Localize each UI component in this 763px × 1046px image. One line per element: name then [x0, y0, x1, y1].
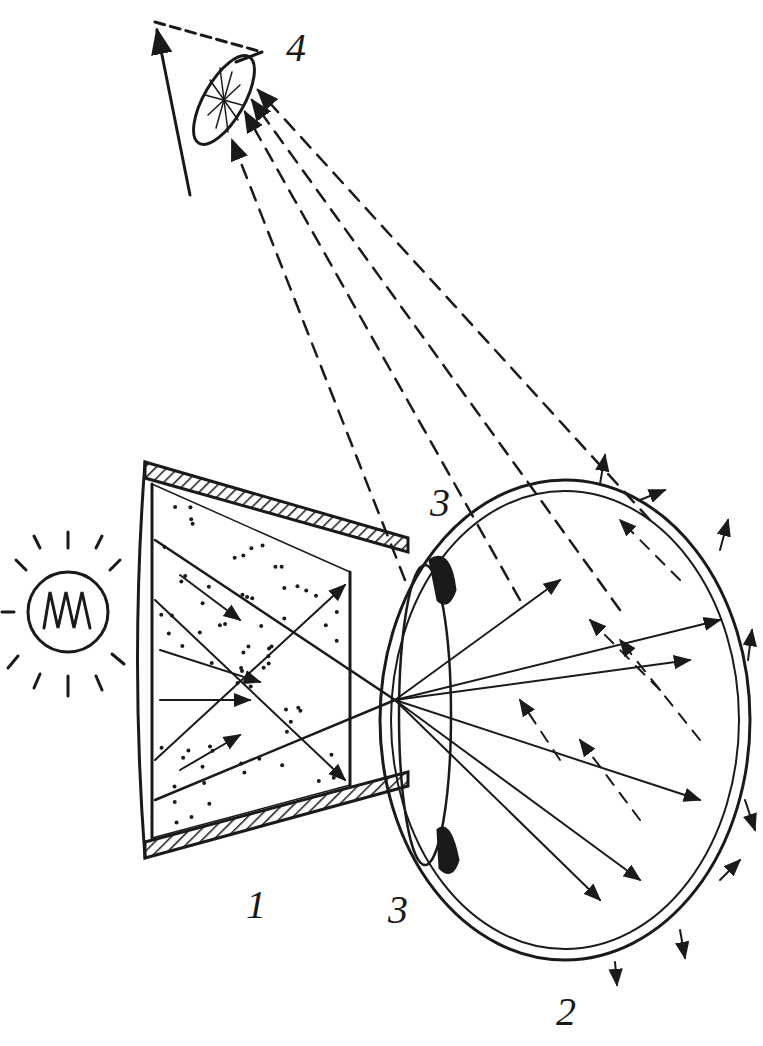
observation-rays: [232, 90, 650, 610]
scatter-dot: [329, 753, 333, 757]
callout-number: 3: [385, 889, 411, 931]
callout-number: 3: [427, 482, 453, 524]
scatter-dot: [179, 579, 183, 583]
scatter-dot: [249, 685, 253, 689]
scatter-dot: [280, 565, 284, 569]
observer-eye: [155, 22, 266, 195]
scatter-dot: [207, 585, 211, 589]
scatter-dot: [218, 623, 222, 627]
scatter-dot: [262, 666, 266, 670]
scatter-dot: [295, 584, 299, 588]
scatter-dot: [173, 800, 177, 804]
scatter-dot: [175, 820, 179, 824]
scatter-dot: [259, 624, 263, 628]
callout-number: 1: [243, 884, 269, 926]
scatter-dot: [270, 645, 274, 649]
scatter-dot: [181, 756, 185, 760]
scatter-dot: [208, 745, 212, 749]
scatter-dot: [190, 815, 194, 819]
scatter-dot: [188, 505, 192, 509]
scatter-dot: [159, 613, 163, 617]
scatter-dot: [245, 595, 249, 599]
scatter-dot: [173, 505, 177, 509]
scatter-dot: [210, 661, 214, 665]
scatter-dot: [280, 763, 284, 767]
scatter-dot: [186, 749, 190, 753]
scatter-dot: [201, 765, 205, 769]
scatter-dot: [246, 644, 250, 648]
scatter-dot: [273, 565, 277, 569]
scatter-dot: [267, 662, 271, 666]
callout-number: 2: [553, 991, 579, 1033]
scatter-dot: [282, 617, 286, 621]
scatter-dot: [233, 556, 237, 560]
illuminator-tube: [138, 462, 409, 858]
scatter-dot: [249, 546, 253, 550]
eye-ball: [380, 455, 755, 985]
scatter-dot: [191, 522, 195, 526]
scatter-dot: [285, 730, 289, 734]
scatter-dot: [261, 544, 265, 548]
scatter-dot: [314, 594, 318, 598]
scatter-dot: [207, 802, 211, 806]
scatter-dot: [201, 601, 205, 605]
scatter-dot: [332, 776, 336, 780]
scatter-dot: [202, 781, 206, 785]
scatter-dot: [189, 517, 193, 521]
scatter-dot: [335, 639, 339, 643]
scatter-dot: [317, 779, 321, 783]
scatter-dot: [242, 770, 246, 774]
scatter-dot: [239, 666, 243, 670]
scatter-dot: [324, 623, 328, 627]
scatter-dot: [284, 708, 288, 712]
lamp: [2, 532, 124, 696]
scatter-dot: [304, 588, 308, 592]
scatter-dot: [289, 720, 293, 724]
scatter-dot: [241, 650, 245, 654]
scatter-dot: [250, 596, 254, 600]
callout-number: 4: [283, 27, 309, 69]
scatter-dot: [160, 746, 164, 750]
scatter-dot: [296, 706, 300, 710]
scatter-dot: [198, 631, 202, 635]
scatter-dot: [335, 610, 339, 614]
scatter-dot: [180, 644, 184, 648]
scatter-dot: [282, 586, 286, 590]
scatter-dot: [241, 554, 245, 558]
scatter-dot: [167, 632, 171, 636]
scatter-dot: [173, 785, 177, 789]
scatter-dot: [223, 622, 227, 626]
